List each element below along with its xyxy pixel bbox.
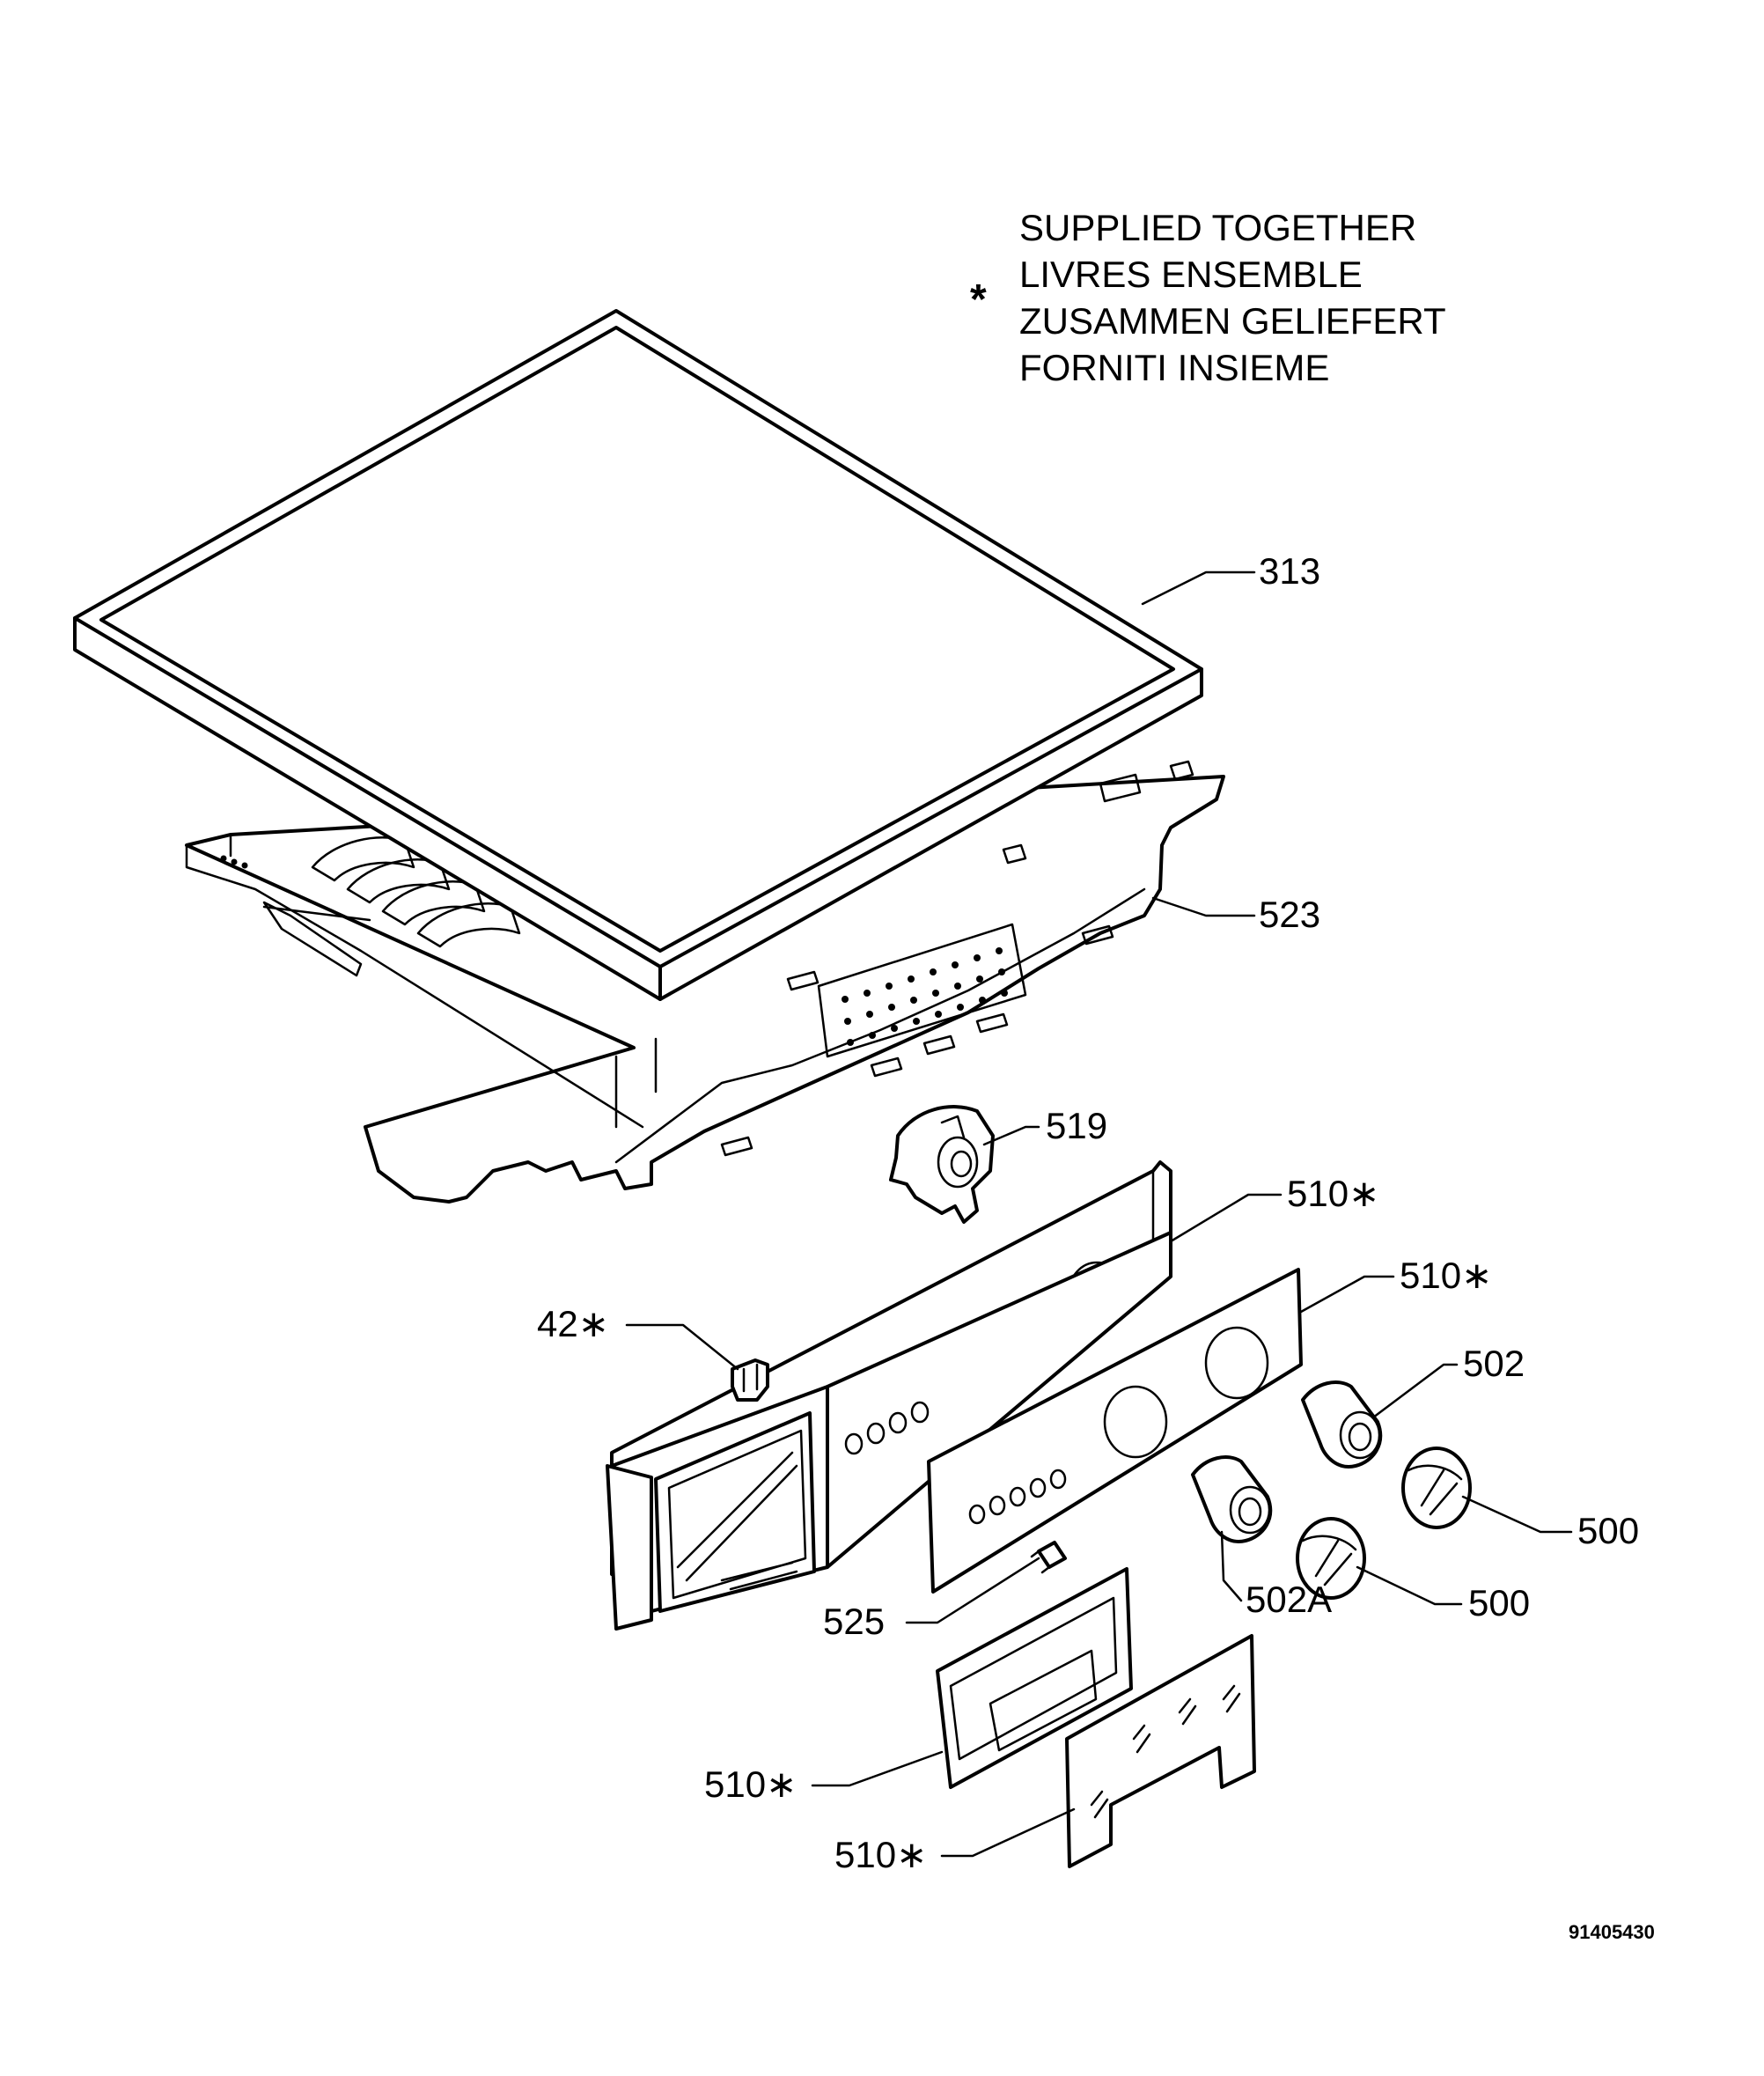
callout-313: 313: [1259, 550, 1321, 592]
callout-502: 502: [1463, 1343, 1525, 1384]
drawer-front-510: [936, 1567, 1133, 1789]
fascia-panel: [606, 1231, 1172, 1631]
decor-plate-510: [927, 1268, 1303, 1594]
selector-part-519: [889, 1105, 995, 1224]
callout-510-rear-panel: 510∗: [1287, 1173, 1380, 1214]
frame-ventilation-holes: [842, 947, 1008, 1046]
callout-500-upper: 500: [1577, 1510, 1640, 1551]
drawing-number: 91405430: [1569, 1921, 1655, 1943]
knob-500-lower: [1296, 1517, 1366, 1600]
fascia-indicator-lights: [844, 1401, 930, 1455]
callout-510-drawer-front: 510∗: [704, 1763, 797, 1805]
callout-510-cover: 510∗: [834, 1834, 928, 1875]
clip-42: [731, 1358, 769, 1402]
callout-519: 519: [1046, 1105, 1108, 1146]
knob-adapter-502A: [1191, 1455, 1273, 1543]
callout-502A: 502A: [1246, 1579, 1333, 1620]
legend-line-de: ZUSAMMEN GELIEFERT: [1019, 300, 1446, 342]
legend-line-fr: LIVRES ENSEMBLE: [1019, 254, 1363, 295]
callout-525: 525: [823, 1601, 886, 1642]
legend-asterisk: *: [970, 276, 987, 323]
callout-42: 42∗: [537, 1303, 609, 1344]
legend-line-it: FORNITI INSIEME: [1019, 347, 1330, 388]
control-panel-frame-523: [185, 760, 1225, 1204]
top-lid-313: [73, 309, 1203, 1001]
callout-523: 523: [1259, 894, 1321, 935]
knob-500-upper: [1401, 1447, 1472, 1529]
pin-525: [1030, 1541, 1067, 1574]
callout-500-lower: 500: [1468, 1582, 1531, 1623]
leader-lines: [625, 571, 1573, 1858]
knob-adapter-502: [1301, 1380, 1383, 1469]
transparent-cover-510: [1065, 1634, 1256, 1868]
legend-line-en: SUPPLIED TOGETHER: [1019, 207, 1417, 248]
callout-510-decor-plate: 510∗: [1400, 1255, 1493, 1296]
decor-indicator-holes: [968, 1469, 1067, 1525]
